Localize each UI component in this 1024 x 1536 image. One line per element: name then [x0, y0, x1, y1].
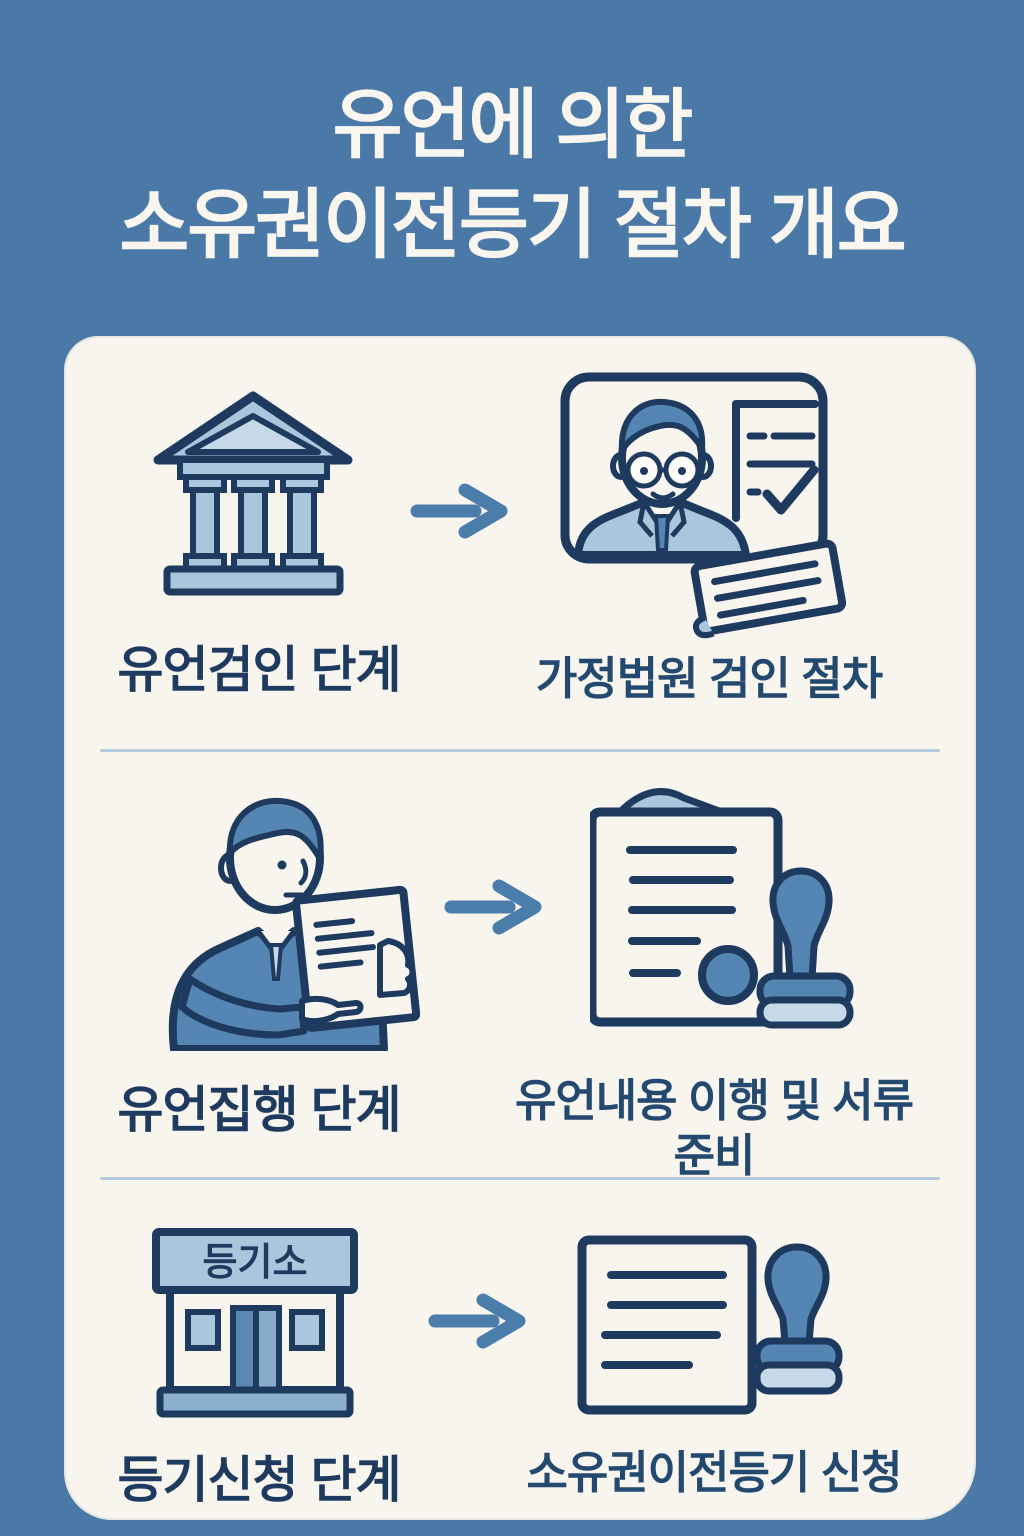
courthouse-icon: [153, 391, 353, 596]
stage-label-registration: 등기신청 단계: [117, 1452, 402, 1508]
right-arrow-icon: [428, 1293, 526, 1349]
result-label-registration: 소유권이전등기 신청: [526, 1447, 902, 1498]
registry-sign-label: 등기소: [203, 1242, 308, 1284]
document-seal-stamp-icon: [590, 788, 854, 1029]
page-title-line2: 소유권이전등기 절차 개요: [119, 183, 906, 269]
probate-review-icon: [560, 372, 847, 639]
page-title-line1: 유언에 의한: [332, 83, 694, 168]
section-divider: [100, 1177, 940, 1180]
result-label-probate: 가정법원 검인 절차: [535, 653, 883, 704]
page-title: 유언에 의한 소유권이전등기 절차 개요: [0, 76, 1024, 277]
registry-office-icon: 등기소: [152, 1228, 358, 1418]
right-arrow-icon: [410, 483, 508, 539]
right-arrow-icon: [444, 879, 542, 935]
executor-reading-document-icon: [168, 797, 420, 1051]
section-divider: [100, 749, 940, 752]
registration-application-stamp-icon: [577, 1235, 843, 1415]
stage-label-execution: 유언집행 단계: [117, 1082, 402, 1138]
process-card: 유언검인 단계 가정법원 검인 절차: [64, 336, 976, 1520]
result-label-execution: 유언내용 이행 및 서류 준비: [514, 1075, 914, 1181]
stage-label-probate: 유언검인 단계: [117, 642, 402, 698]
